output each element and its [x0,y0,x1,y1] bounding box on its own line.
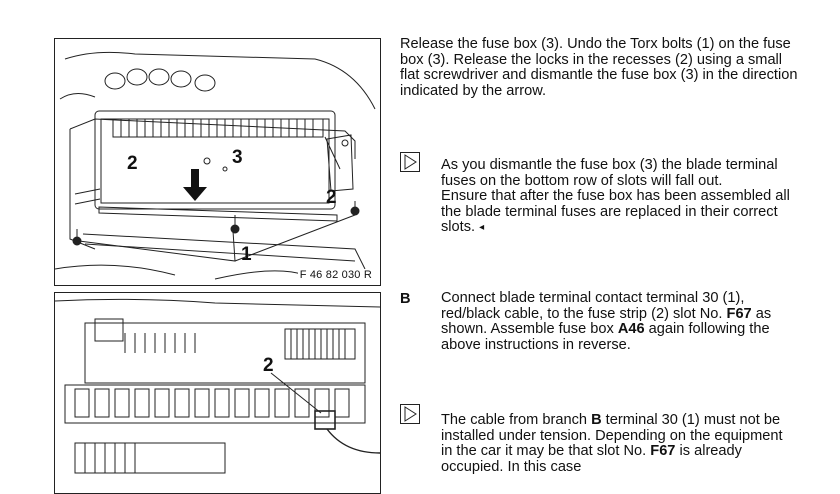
note1-line1: As you dismantle the fuse box (3) the bl… [441,157,778,189]
slot-number: F67 [650,443,676,459]
intro-text: Release the fuse box (3). Undo the Torx … [400,36,798,99]
callout-fuse-strip: 2 [263,355,274,376]
callout-fuse-box: 3 [232,147,243,168]
callout-recesses-left: 2 [127,153,138,174]
fuse-box-id: A46 [617,321,645,337]
step-b-instruction: Connect blade terminal contact terminal … [441,290,791,353]
intro-instruction: Release the fuse box (3). Undo the Torx … [400,36,800,99]
fuse-box-line-drawing [55,51,376,280]
note2-text: The cable from branch B terminal 30 (1) … [441,412,783,475]
callout-bolts: 1 [241,244,252,265]
step-b-label: B [400,291,411,307]
end-mark-icon: ◂ [479,222,485,233]
note-triangle-icon [400,152,420,172]
note1-line2: Ensure that after the fuse box has been … [441,188,790,235]
note-triangle-icon [400,404,420,424]
fuse-box-removal-illustration: 2 3 2 1 F 46 82 030 R [54,38,381,286]
slot-number: F67 [726,305,752,322]
fuse-strip-line-drawing [55,298,380,474]
branch-label: B [591,412,602,428]
step-b-text: Connect blade terminal contact terminal … [441,290,772,353]
note-cable-tension: The cable from branch B terminal 30 (1) … [441,412,791,475]
figure-code: F 46 82 030 R [297,269,374,281]
note-dismantle: As you dismantle the fuse box (3) the bl… [441,157,791,236]
fuse-strip-illustration: 2 [54,292,381,494]
callout-recesses-right: 2 [326,187,337,208]
